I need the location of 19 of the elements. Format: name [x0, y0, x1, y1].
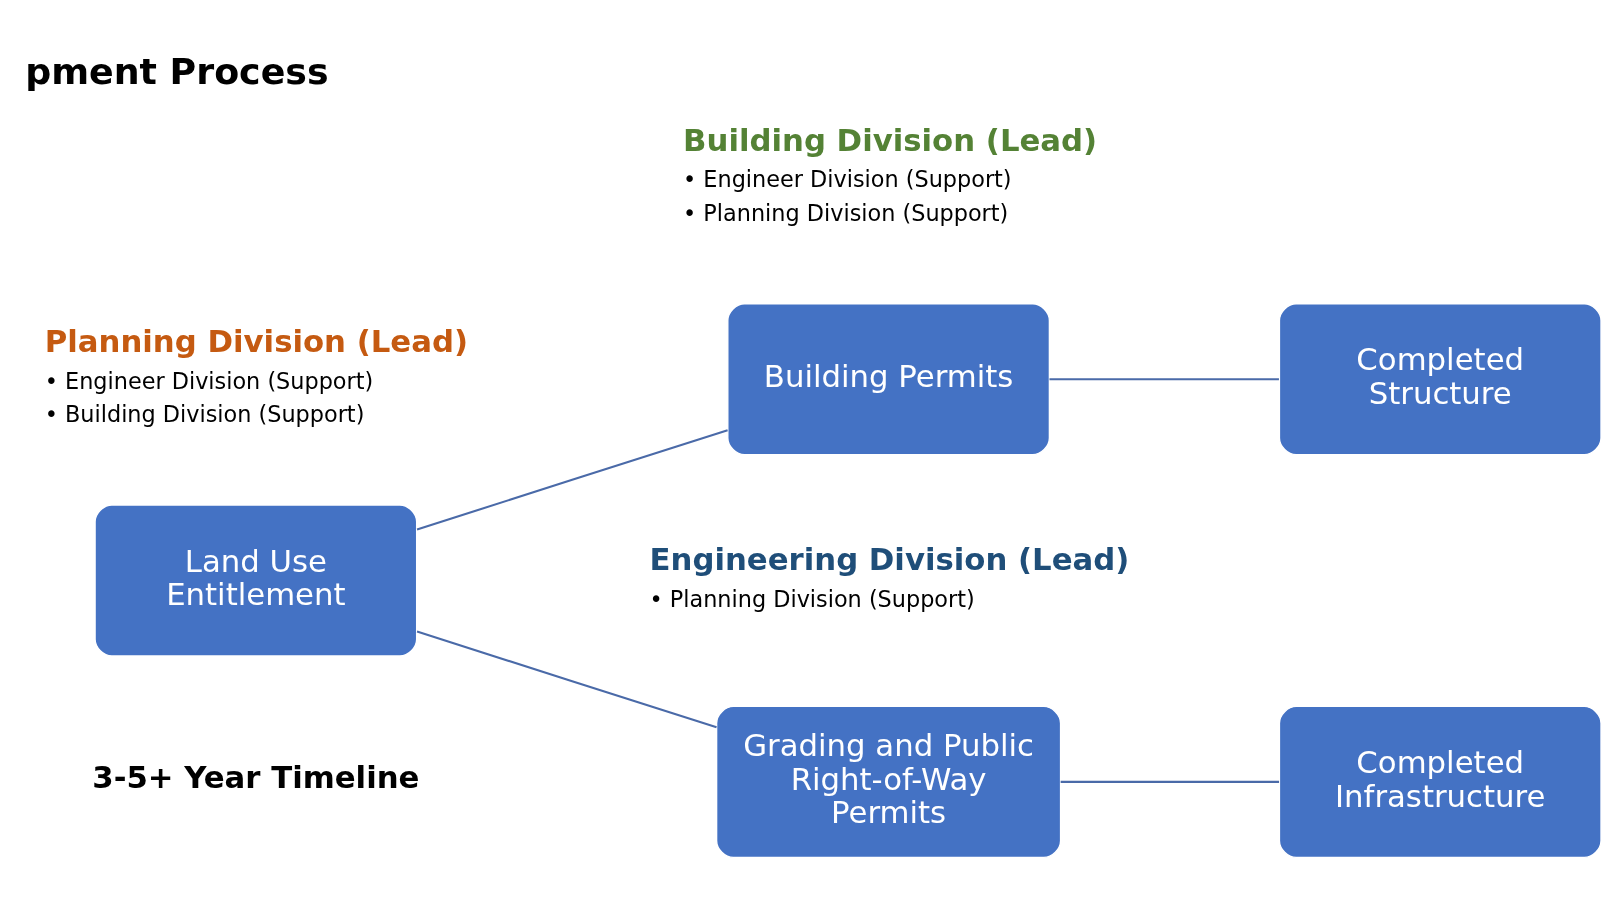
node-box: Building Permits: [727, 303, 1051, 456]
connector: [416, 630, 717, 729]
diagram-title: pment Process: [25, 49, 329, 93]
label: • Planning Division (Support): [683, 199, 1009, 226]
label: • Planning Division (Support): [649, 585, 975, 612]
label: Planning Division (Lead): [44, 323, 469, 360]
connector: [416, 429, 728, 531]
label: Building Division (Lead): [683, 121, 1098, 158]
label: Engineering Division (Lead): [649, 541, 1130, 578]
connector: [1049, 378, 1279, 381]
node-box: Land Use Entitlement: [94, 504, 418, 657]
label: • Building Division (Support): [44, 401, 365, 428]
node-box: Completed Infrastructure: [1278, 705, 1602, 859]
label: • Engineer Division (Support): [44, 367, 374, 394]
node-box: Completed Structure: [1278, 303, 1602, 456]
label: • Engineer Division (Support): [683, 166, 1012, 193]
connector: [1060, 780, 1280, 783]
label: 3-5+ Year Timeline: [92, 759, 420, 796]
node-box: Grading and Public Right-of-Way Permits: [715, 705, 1062, 859]
